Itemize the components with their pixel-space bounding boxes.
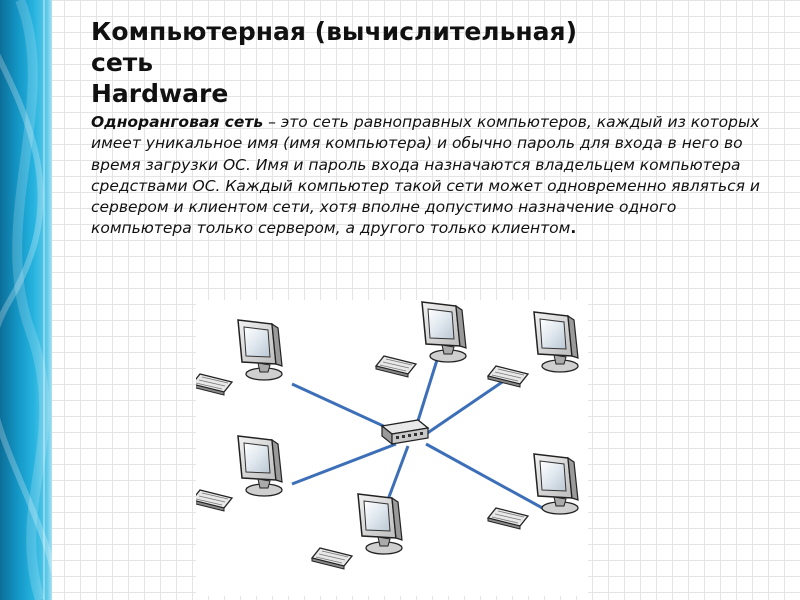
network-diagram (196, 300, 588, 596)
desktop-computer-icon (196, 320, 282, 395)
decorative-side-band (0, 0, 52, 600)
desktop-computer-icon (196, 436, 282, 511)
definition-end: . (570, 219, 576, 237)
body-paragraph: Одноранговая сеть – это сеть равноправны… (91, 112, 781, 240)
title-line-1: Компьютерная (вычислительная) (91, 17, 577, 46)
network-switch-icon (382, 420, 428, 444)
network-diagram-svg (196, 300, 588, 596)
definition-text: – это сеть равноправных компьютеров, каж… (91, 113, 760, 237)
title-line-2: сеть (91, 48, 153, 77)
link-bottom-right (426, 444, 546, 510)
desktop-computer-icon (488, 312, 578, 387)
desktop-computer-icon (488, 454, 578, 529)
slide-title: Компьютерная (вычислительная) сеть Hardw… (91, 16, 771, 109)
link-top-left (292, 384, 392, 430)
link-middle-left (292, 444, 396, 484)
desktop-computer-icon (312, 494, 402, 569)
link-top-center (417, 360, 437, 424)
wave-pattern-icon (0, 0, 52, 600)
desktop-computer-icon (376, 302, 466, 377)
link-bottom-center (386, 446, 408, 505)
link-top-right (426, 374, 514, 434)
title-line-3: Hardware (91, 79, 228, 108)
defined-term: Одноранговая сеть (91, 113, 263, 131)
